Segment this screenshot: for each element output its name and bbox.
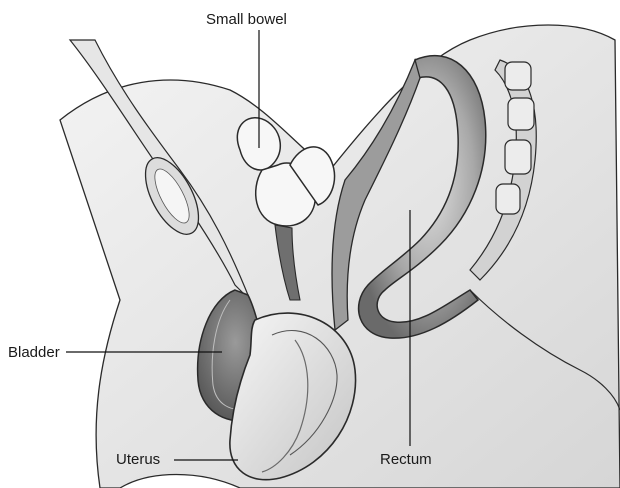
label-bladder: Bladder bbox=[8, 344, 60, 362]
label-uterus: Uterus bbox=[116, 451, 160, 469]
label-small-bowel: Small bowel bbox=[206, 11, 287, 29]
label-rectum: Rectum bbox=[380, 451, 432, 469]
